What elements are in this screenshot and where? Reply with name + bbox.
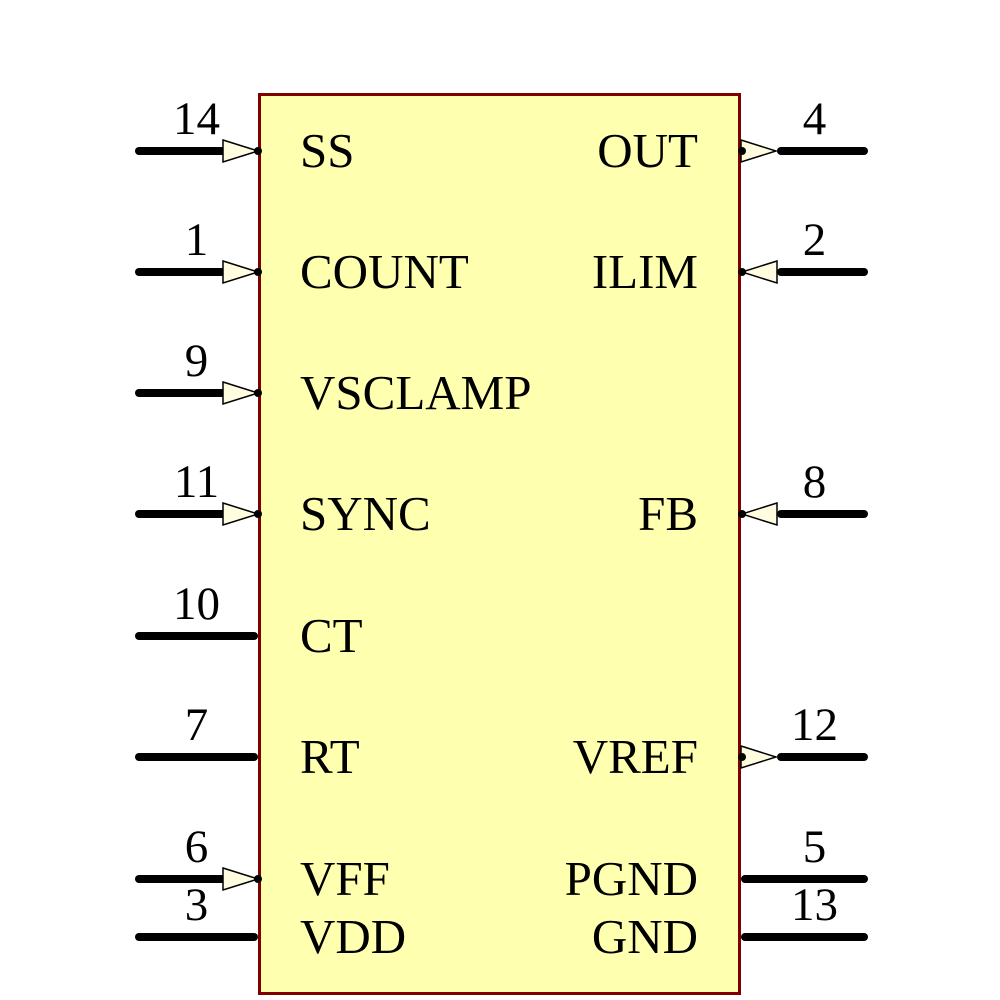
pin-number: 9 bbox=[184, 335, 209, 387]
pin-label-gnd: GND bbox=[591, 909, 698, 964]
pin-number: 7 bbox=[184, 699, 209, 751]
pin-number: 11 bbox=[173, 456, 220, 508]
pin-number: 8 bbox=[802, 456, 827, 508]
pin-wire bbox=[135, 875, 227, 883]
pin-ilim[interactable]: 2 bbox=[738, 216, 868, 285]
pin-label-vsclamp: VSCLAMP bbox=[300, 365, 532, 420]
pin-sync[interactable]: 11 bbox=[135, 456, 262, 527]
pin-wire bbox=[777, 753, 868, 761]
pin-label-sync: SYNC bbox=[300, 486, 431, 541]
pin-wire bbox=[777, 147, 868, 155]
pin-wire bbox=[777, 268, 868, 276]
pin-count[interactable]: 1 bbox=[135, 214, 262, 285]
pin-wire bbox=[135, 632, 258, 640]
pin-number: 3 bbox=[184, 879, 209, 931]
pin-wire bbox=[741, 875, 868, 883]
pin-vdd[interactable]: 3 bbox=[135, 881, 258, 941]
pin-vff[interactable]: 6 bbox=[135, 821, 262, 892]
pin-number: 4 bbox=[802, 93, 827, 145]
pin-number: 2 bbox=[802, 214, 827, 266]
pin-wire bbox=[741, 933, 868, 941]
pin-label-ct: CT bbox=[300, 608, 363, 663]
pin-number: 12 bbox=[791, 699, 838, 751]
ic-body[interactable] bbox=[258, 93, 741, 995]
input-arrow-icon bbox=[222, 866, 262, 892]
pin-wire bbox=[135, 933, 258, 941]
pin-label-vdd: VDD bbox=[300, 909, 407, 964]
pin-wire bbox=[135, 147, 227, 155]
input-arrow-icon bbox=[222, 138, 262, 164]
pin-label-fb: FB bbox=[638, 486, 698, 541]
pin-label-vff: VFF bbox=[300, 851, 390, 906]
input-arrow-icon bbox=[738, 259, 778, 285]
pin-wire bbox=[777, 510, 868, 518]
pin-label-out: OUT bbox=[597, 123, 698, 178]
pin-label-pgnd: PGND bbox=[564, 851, 698, 906]
pin-vref[interactable]: 12 bbox=[738, 701, 868, 770]
pin-ss[interactable]: 14 bbox=[135, 93, 262, 164]
input-arrow-icon bbox=[222, 259, 262, 285]
pin-wire bbox=[135, 268, 227, 276]
pin-wire bbox=[135, 510, 227, 518]
output-arrow-icon bbox=[738, 744, 779, 770]
pin-number: 1 bbox=[184, 214, 209, 266]
output-arrow-icon bbox=[738, 138, 779, 164]
pin-number: 14 bbox=[173, 93, 220, 145]
pin-wire bbox=[135, 753, 258, 761]
pin-label-rt: RT bbox=[300, 729, 360, 784]
input-arrow-icon bbox=[738, 501, 778, 527]
pin-label-ilim: ILIM bbox=[591, 244, 698, 299]
pin-out[interactable]: 4 bbox=[738, 95, 868, 164]
pin-pgnd[interactable]: 5 bbox=[741, 823, 868, 883]
pin-label-ss: SS bbox=[300, 123, 355, 178]
pin-ct[interactable]: 10 bbox=[135, 580, 258, 640]
pin-label-count: COUNT bbox=[300, 244, 469, 299]
pin-rt[interactable]: 7 bbox=[135, 701, 258, 761]
pin-wire bbox=[135, 389, 227, 397]
pin-number: 13 bbox=[791, 879, 838, 931]
pin-fb[interactable]: 8 bbox=[738, 458, 868, 527]
pin-label-vref: VREF bbox=[572, 729, 698, 784]
pin-number: 6 bbox=[184, 821, 209, 873]
pin-gnd[interactable]: 13 bbox=[741, 881, 868, 941]
pin-vsclamp[interactable]: 9 bbox=[135, 335, 262, 406]
input-arrow-icon bbox=[222, 501, 262, 527]
input-arrow-icon bbox=[222, 380, 262, 406]
pin-number: 10 bbox=[173, 578, 220, 630]
pin-number: 5 bbox=[802, 821, 827, 873]
